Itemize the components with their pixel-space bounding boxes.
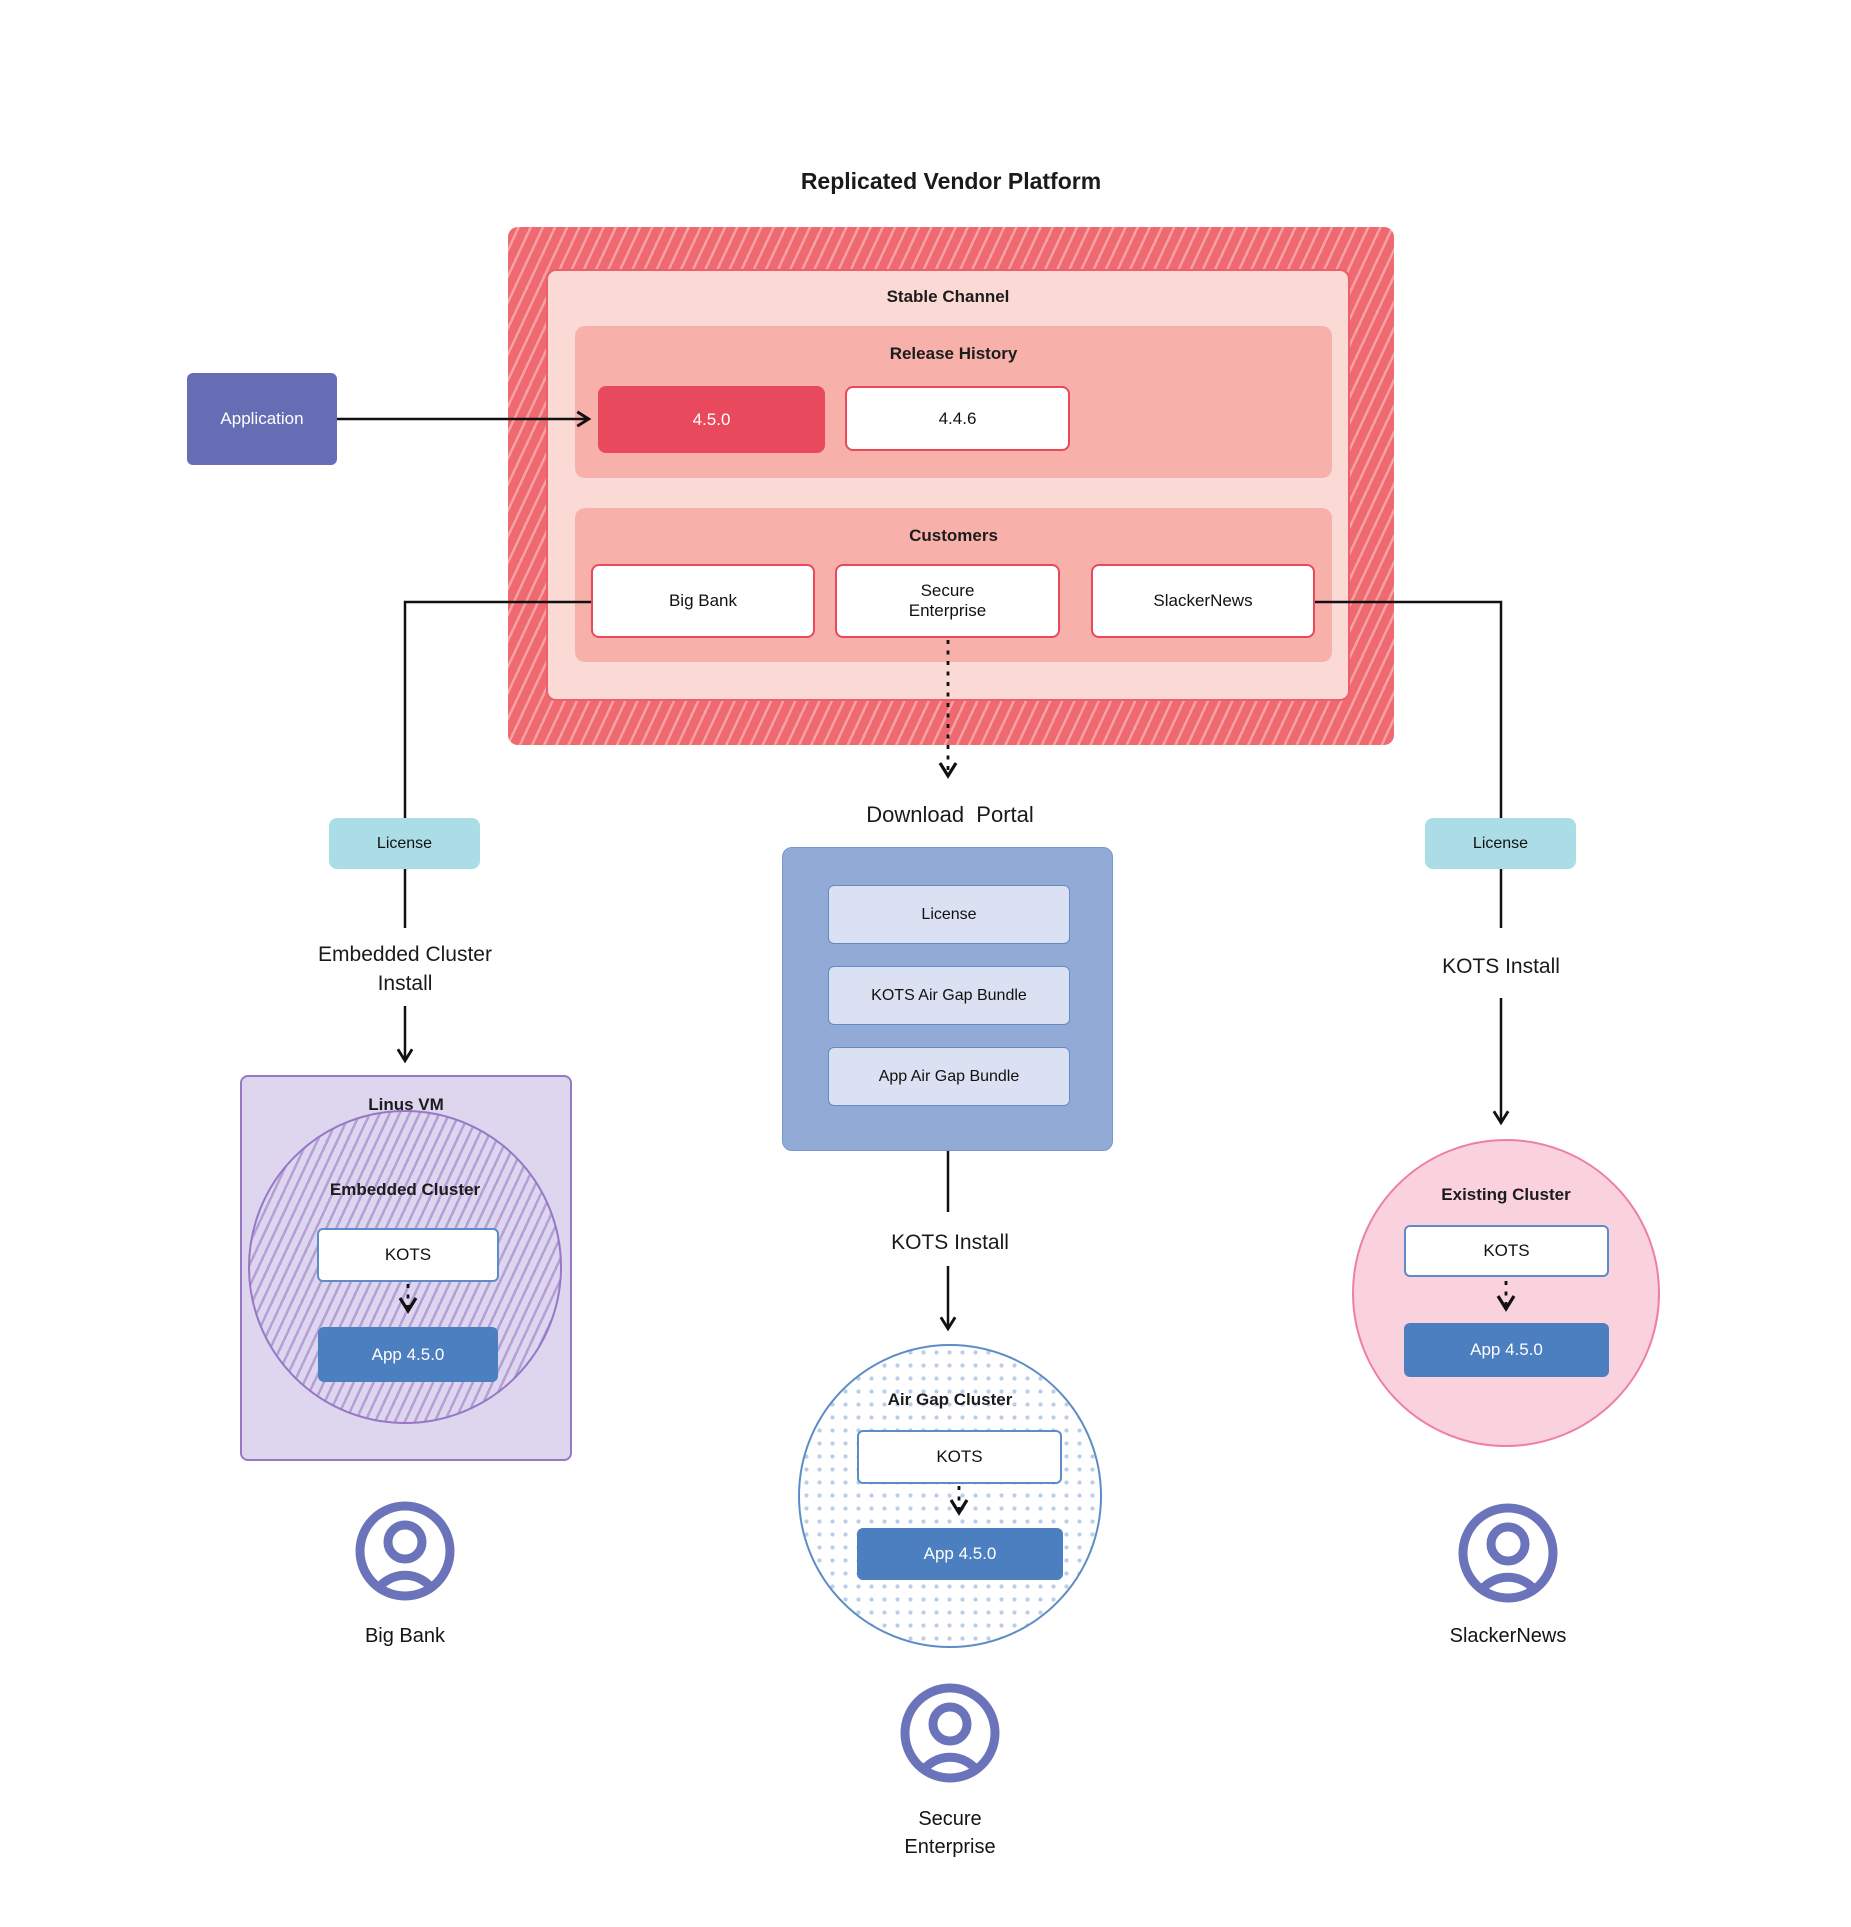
person-icon xyxy=(355,1501,455,1601)
customer-slackernews-label: SlackerNews xyxy=(1153,591,1253,610)
user-icon-slackernews xyxy=(1456,1501,1560,1610)
existing-cluster-label: Existing Cluster xyxy=(1441,1185,1571,1204)
slackernews-user-label: SlackerNews xyxy=(1449,1625,1567,1647)
kots-install-label-middle: KOTS Install xyxy=(891,1231,1009,1254)
air-gap-cluster-label: Air Gap Cluster xyxy=(887,1390,1013,1409)
release-4-5-0: 4.5.0 xyxy=(598,386,825,453)
kots-box-left: KOTS xyxy=(317,1228,499,1282)
user-icon-secure-enterprise xyxy=(898,1681,1002,1790)
user-icon-big-bank xyxy=(353,1499,457,1608)
portal-item-license: License xyxy=(828,885,1070,944)
air-gap-cluster-circle xyxy=(798,1344,1102,1648)
stable-channel-label: Stable Channel xyxy=(886,287,1010,306)
customer-big-bank: Big Bank xyxy=(591,564,815,638)
kots-box-middle: KOTS xyxy=(857,1430,1062,1484)
app-box-left: App 4.5.0 xyxy=(318,1327,498,1382)
release-4-4-6: 4.4.6 xyxy=(845,386,1070,451)
license-box-left: License xyxy=(329,818,480,869)
app-box-right: App 4.5.0 xyxy=(1404,1323,1609,1377)
linus-vm-label: Linus VM xyxy=(368,1095,444,1114)
big-bank-user-label: Big Bank xyxy=(364,1625,446,1647)
embedded-cluster-install-label: Embedded Cluster Install xyxy=(318,943,498,996)
embedded-cluster-label: Embedded Cluster xyxy=(329,1180,481,1199)
person-icon xyxy=(900,1683,1000,1783)
portal-item-app-airgap-bundle: App Air Gap Bundle xyxy=(828,1047,1070,1106)
customer-secure-enterprise-label: Secure Enterprise xyxy=(908,581,987,620)
customer-slackernews: SlackerNews xyxy=(1091,564,1315,638)
customer-secure-enterprise: Secure Enterprise xyxy=(835,564,1060,638)
release-history-label: Release History xyxy=(889,344,1018,363)
customer-big-bank-label: Big Bank xyxy=(668,591,738,610)
person-icon xyxy=(1458,1503,1558,1603)
portal-item-kots-airgap-bundle: KOTS Air Gap Bundle xyxy=(828,966,1070,1025)
license-box-right: License xyxy=(1425,818,1576,869)
customers-label: Customers xyxy=(909,526,998,545)
kots-box-right: KOTS xyxy=(1404,1225,1609,1277)
secure-enterprise-user-label: Secure Enterprise xyxy=(904,1808,996,1858)
app-box-middle: App 4.5.0 xyxy=(857,1528,1063,1580)
application-box: Application xyxy=(187,373,337,465)
page-title: Replicated Vendor Platform xyxy=(800,168,1102,194)
kots-install-label-right: KOTS Install xyxy=(1442,955,1560,978)
download-portal-label: Download Portal xyxy=(866,802,1034,827)
